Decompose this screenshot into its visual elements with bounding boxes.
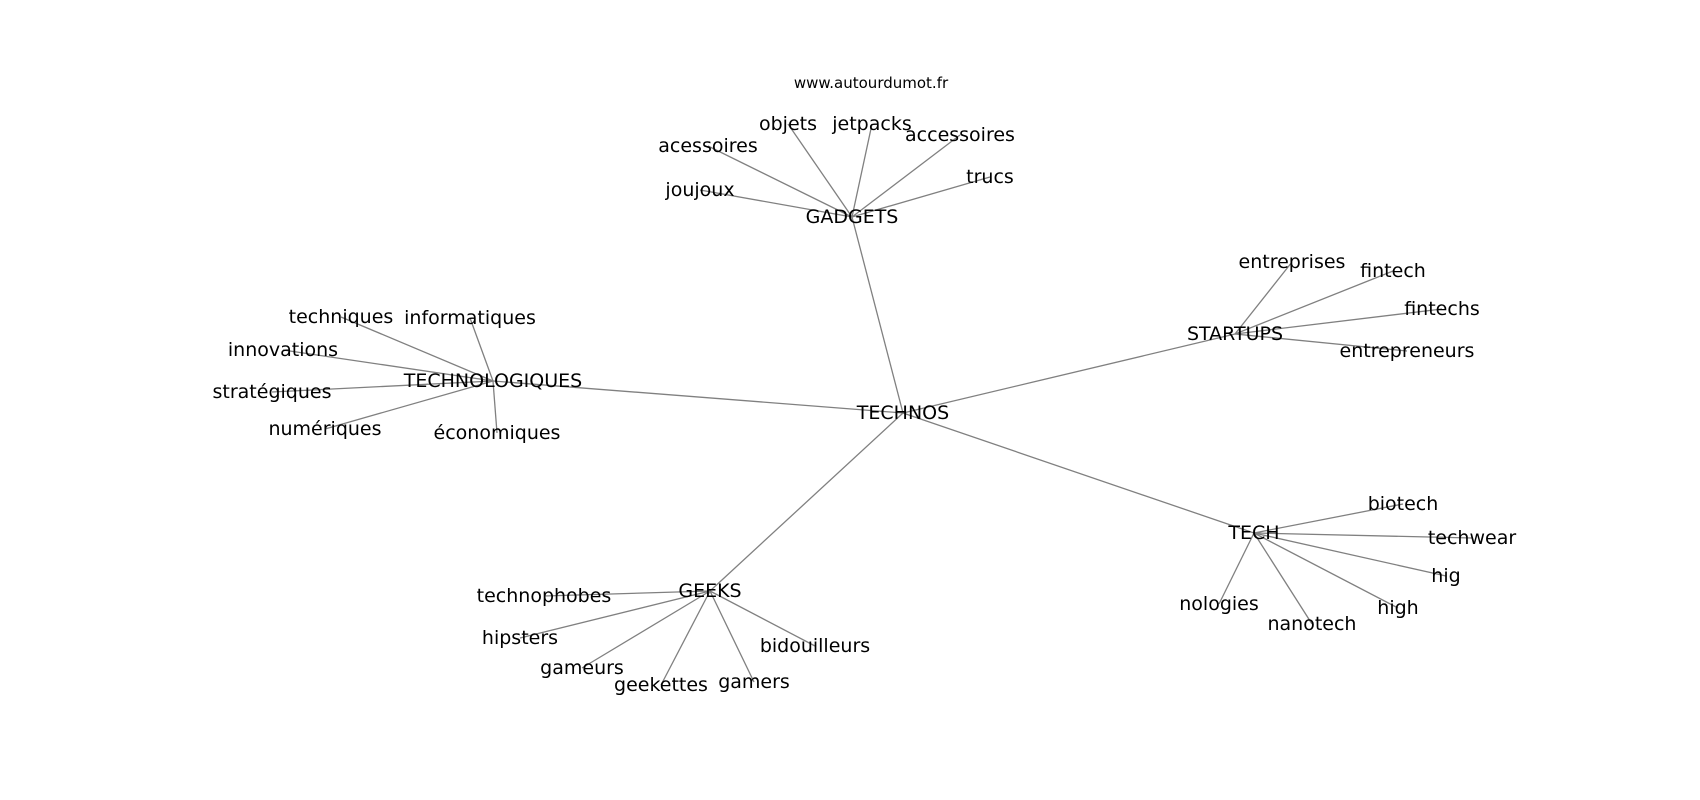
edge-geeks-hipsters — [519, 590, 711, 639]
leaf-node-informatiques: informatiques — [404, 307, 536, 329]
edge-tech-nologies — [1218, 532, 1255, 605]
edge-tech-high — [1253, 532, 1399, 609]
leaf-node-innovations: innovations — [228, 339, 338, 361]
edge-root-gadgets — [851, 216, 904, 414]
leaf-node-geekettes: geekettes — [614, 674, 708, 696]
leaf-node-biotech: biotech — [1368, 493, 1439, 515]
graph-edges — [271, 123, 1473, 686]
edge-tech-nanotech — [1253, 532, 1313, 625]
edge-technologiques-innovations — [282, 349, 494, 382]
leaf-node-high: high — [1377, 597, 1418, 619]
leaf-node-fintechs: fintechs — [1404, 298, 1480, 320]
edge-root-technologiques — [492, 380, 904, 414]
edge-root-tech — [902, 412, 1255, 534]
edge-startups-fintechs — [1234, 308, 1443, 335]
edge-startups-fintech — [1234, 270, 1394, 335]
edge-tech-hig — [1253, 532, 1447, 577]
leaf-node-strategiques: stratégiques — [213, 381, 332, 403]
leaf-node-hig: hig — [1431, 565, 1460, 587]
edge-gadgets-acessoires — [707, 145, 853, 218]
edge-technologiques-strategiques — [271, 380, 494, 393]
edge-gadgets-objets — [787, 123, 853, 218]
leaf-node-fintech: fintech — [1360, 260, 1426, 282]
edge-geeks-bidouilleurs — [709, 590, 816, 647]
source-watermark: www.autourdumot.fr — [794, 74, 949, 92]
leaf-node-technophobes: technophobes — [477, 585, 612, 607]
edge-technologiques-numeriques — [324, 380, 494, 430]
graph-labels: objets jetpacks acessoires accessoires trucs… — [213, 113, 1517, 696]
leaf-node-nanotech: nanotech — [1268, 613, 1357, 635]
leaf-node-accessoires: accessoires — [905, 124, 1015, 146]
leaf-node-joujoux: joujoux — [664, 179, 734, 201]
edge-geeks-gameurs — [581, 590, 711, 669]
leaf-node-jetpacks: jetpacks — [831, 113, 911, 135]
edge-root-geeks — [709, 412, 904, 592]
leaf-node-acessoires: acessoires — [658, 135, 757, 157]
edge-gadgets-jetpacks — [851, 123, 873, 218]
edge-geeks-gamers — [709, 590, 755, 683]
edge-technologiques-economiques — [492, 380, 498, 434]
edge-gadgets-accessoires — [851, 134, 961, 218]
leaf-node-gameurs: gameurs — [540, 657, 624, 679]
leaf-node-techwear: techwear — [1428, 527, 1516, 549]
hub-node-gadgets: GADGETS — [806, 206, 899, 228]
edge-tech-techwear — [1253, 532, 1473, 539]
edge-gadgets-joujoux — [699, 189, 853, 218]
hub-node-technologiques: TECHNOLOGIQUES — [403, 370, 582, 392]
leaf-node-gamers: gamers — [718, 671, 790, 693]
leaf-node-nologies: nologies — [1179, 593, 1259, 615]
leaf-node-objets: objets — [759, 113, 817, 135]
leaf-node-techniques: techniques — [289, 306, 394, 328]
edge-startups-entrepreneurs — [1234, 333, 1408, 352]
leaf-node-bidouilleurs: bidouilleurs — [760, 635, 870, 657]
leaf-node-trucs: trucs — [966, 166, 1014, 188]
edge-geeks-technophobes — [543, 590, 711, 597]
hub-node-tech: TECH — [1227, 522, 1279, 544]
edge-tech-biotech — [1253, 503, 1404, 534]
leaf-node-entrepreneurs: entrepreneurs — [1340, 340, 1475, 362]
leaf-node-entreprises: entreprises — [1239, 251, 1346, 273]
leaf-node-economiques: économiques — [434, 422, 561, 444]
leaf-node-hipsters: hipsters — [482, 627, 558, 649]
root-node-technos: TECHNOS — [856, 402, 949, 424]
hub-node-geeks: GEEKS — [678, 580, 741, 602]
edge-geeks-geekettes — [660, 590, 711, 686]
edge-gadgets-trucs — [851, 176, 991, 218]
edge-startups-entreprises — [1234, 261, 1293, 335]
leaf-node-numeriques: numériques — [268, 418, 381, 440]
edge-root-startups — [902, 333, 1236, 414]
edge-technologiques-techniques — [340, 316, 494, 382]
edge-technologiques-informatiques — [469, 317, 494, 382]
hub-node-startups: STARTUPS — [1187, 323, 1283, 345]
